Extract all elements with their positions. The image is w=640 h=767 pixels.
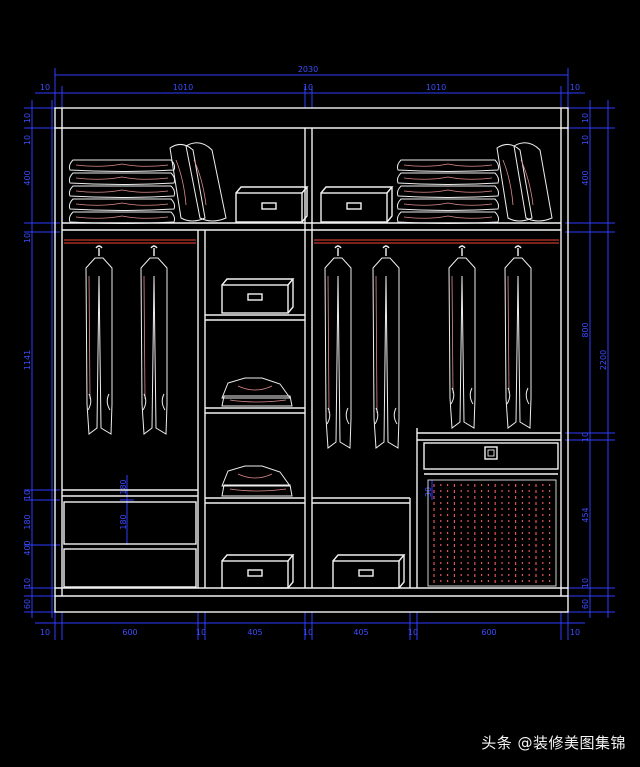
folded-towel xyxy=(396,198,500,211)
dim-right-3: 800 xyxy=(581,322,590,337)
dim-left-0: 10 xyxy=(23,113,32,123)
dim-inner-1: 180 xyxy=(119,514,128,529)
dim-left-4: 1141 xyxy=(23,350,32,370)
dim-bottom-2: 10 xyxy=(196,628,206,637)
dim-bottom-5: 405 xyxy=(353,628,368,637)
dim-bottom-7: 600 xyxy=(481,628,496,637)
folded-towel xyxy=(396,185,500,198)
hanging-garments xyxy=(85,245,532,449)
pillows-left xyxy=(169,142,227,222)
hanging-garment xyxy=(140,245,168,435)
folded-towel xyxy=(68,159,176,172)
folded-clothes-right xyxy=(396,159,500,224)
dim-top-0: 10 xyxy=(40,83,50,92)
dim-right-6: 10 xyxy=(581,578,590,588)
dim-right-1: 10 xyxy=(581,135,590,145)
dim-right-0: 10 xyxy=(581,113,590,123)
dim-left-6: 180 xyxy=(23,514,32,529)
hanging-garment xyxy=(85,245,113,435)
pull-out-basket xyxy=(427,479,557,587)
storage-box xyxy=(235,186,309,223)
dim-left-9: 60 xyxy=(23,599,32,609)
left-section xyxy=(62,230,305,588)
dim-top-3: 1010 xyxy=(426,83,446,92)
folded-towel xyxy=(68,211,176,224)
storage-boxes xyxy=(221,186,406,589)
hanging-garment xyxy=(448,245,476,429)
folded-towel xyxy=(396,211,500,224)
dim-total-height: 2200 xyxy=(599,350,608,370)
dim-bottom-4: 10 xyxy=(303,628,313,637)
dim-left-8: 10 xyxy=(23,578,32,588)
dim-left-7: 400 xyxy=(23,540,32,555)
hanging-garment xyxy=(504,245,532,429)
dim-bottom-1: 600 xyxy=(122,628,137,637)
storage-box xyxy=(221,278,295,314)
folded-towel xyxy=(68,185,176,198)
folded-towel xyxy=(68,198,176,211)
dim-bottom-3: 405 xyxy=(247,628,262,637)
watermark: 头条 @装修美图集锦 xyxy=(481,734,626,752)
dim-inner-0: 180 xyxy=(119,479,128,494)
hanging-garment xyxy=(324,245,352,449)
dim-top-4: 10 xyxy=(570,83,580,92)
storage-box xyxy=(221,554,295,589)
pillows-right xyxy=(496,142,553,222)
dimension-labels: 2030 10 1010 10 1010 10 10 600 10 405 10… xyxy=(23,65,608,637)
dim-top-2: 10 xyxy=(303,83,313,92)
dim-top-1: 1010 xyxy=(173,83,193,92)
dim-right-4: 10 xyxy=(581,432,590,442)
dim-bottom-0: 10 xyxy=(40,628,50,637)
folded-shirts-lower xyxy=(221,465,293,497)
dim-right-7: 60 xyxy=(581,599,590,609)
dim-right-2: 400 xyxy=(581,170,590,185)
dim-bottom-8: 10 xyxy=(570,628,580,637)
hanging-garment xyxy=(372,245,400,449)
dim-left-3: 10 xyxy=(23,233,32,243)
folded-shirts-upper xyxy=(221,377,293,407)
folded-clothes-left xyxy=(68,159,176,224)
dim-right-5: 454 xyxy=(581,507,590,522)
folded-towel xyxy=(396,159,500,172)
dim-left-1: 10 xyxy=(23,135,32,145)
dimension-lines xyxy=(24,68,615,640)
dim-total-width: 2030 xyxy=(298,65,318,74)
wardrobe-frame xyxy=(54,107,569,613)
folded-towel xyxy=(396,172,500,185)
folded-towel xyxy=(68,172,176,185)
dim-inner-2: 30 xyxy=(424,487,433,497)
storage-box xyxy=(320,186,394,223)
dim-left-2: 400 xyxy=(23,170,32,185)
right-section xyxy=(312,239,561,588)
storage-box xyxy=(332,554,406,589)
dim-left-5: 10 xyxy=(23,490,32,500)
dim-bottom-6: 10 xyxy=(408,628,418,637)
